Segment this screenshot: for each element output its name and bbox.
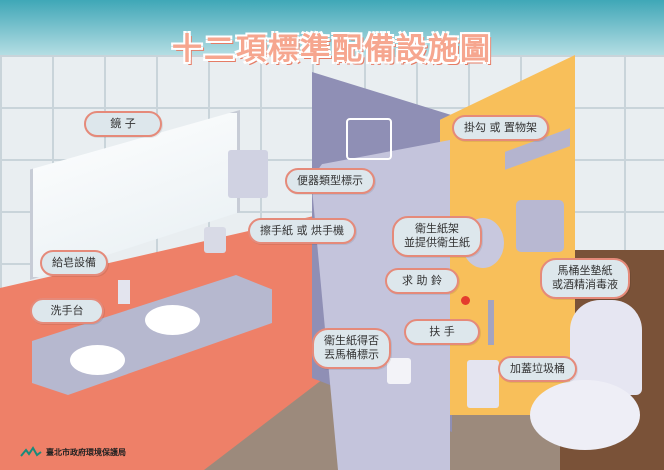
hand-dryer <box>204 227 226 253</box>
label-soap-dispenser: 給皂設備 <box>40 250 108 277</box>
sink-right <box>145 305 200 335</box>
label-line: 馬桶坐墊紙 <box>557 264 613 277</box>
label-line: 衛生紙得否 <box>324 334 379 347</box>
seat-cover-dispenser <box>516 200 564 252</box>
toilet-bowl <box>530 380 640 450</box>
toilet-paper-sign-icon <box>387 358 411 384</box>
logo-text: 臺北市政府環境保護局 <box>46 447 126 457</box>
logo-mark-icon <box>20 446 42 457</box>
label-toilet-paper-holder: 衛生紙架 並提供衛生紙 <box>392 216 482 257</box>
help-bell-icon <box>461 296 470 305</box>
soap-dispenser <box>118 280 130 304</box>
sink-left <box>70 345 125 375</box>
toilet-tank <box>570 300 642 395</box>
trash-bin <box>467 360 499 408</box>
page-title: 十二項標準配備設施圖 <box>172 32 492 67</box>
label-hook-or-shelf: 掛勾 或 置物架 <box>452 115 549 142</box>
paper-towel-dispenser <box>228 150 268 198</box>
top-band <box>0 0 664 60</box>
label-washbasin: 洗手台 <box>30 298 104 325</box>
toilet-type-sign-icon <box>346 118 392 160</box>
label-line: 或酒精消毒液 <box>552 278 618 292</box>
stall-door <box>310 140 450 470</box>
label-toilet-type-sign: 便器類型標示 <box>285 168 375 195</box>
epa-logo: 臺北市政府環境保護局 <box>20 446 126 458</box>
handrail <box>488 300 494 345</box>
label-help-bell: 求 助 鈴 <box>385 268 459 295</box>
label-toilet-paper-sign: 衛生紙得否 丟馬桶標示 <box>312 328 391 369</box>
label-seat-cover: 馬桶坐墊紙 或酒精消毒液 <box>540 258 630 299</box>
label-line: 丟馬桶標示 <box>324 348 379 362</box>
label-handrail: 扶 手 <box>404 319 480 346</box>
label-line: 衛生紙架 <box>415 222 459 235</box>
label-covered-bin: 加蓋垃圾桶 <box>498 356 577 383</box>
label-mirror: 鏡 子 <box>84 111 162 138</box>
label-line: 並提供衛生紙 <box>404 236 470 250</box>
label-paper-towel-or-dryer: 擦手紙 或 烘手機 <box>248 218 356 245</box>
